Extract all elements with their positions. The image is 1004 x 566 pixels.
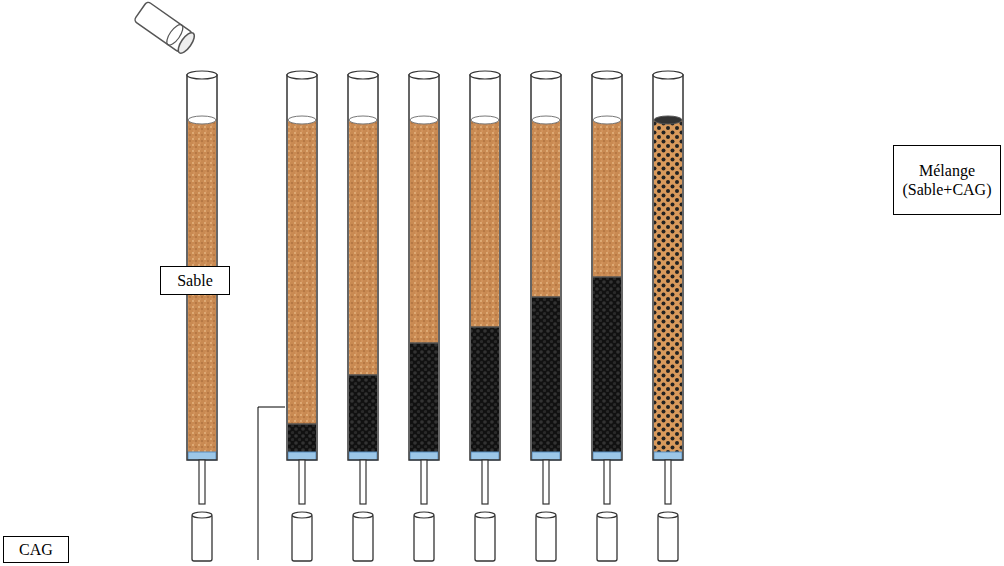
cag-bed — [288, 424, 316, 452]
sand-bed — [410, 120, 438, 343]
label-text: CAG — [19, 540, 53, 559]
cag-bed — [410, 343, 438, 452]
column-tube — [592, 75, 622, 460]
tube-rim — [409, 71, 439, 79]
pouring-vial — [134, 1, 198, 56]
outlet-tube — [421, 460, 427, 504]
outlet-tube — [604, 460, 610, 504]
outlet-tube — [482, 460, 488, 504]
column-tube — [531, 75, 561, 460]
collection-beaker — [475, 515, 495, 561]
sand-label-box: Sable — [160, 266, 230, 295]
label-text: Sable — [177, 271, 213, 290]
collection-beaker — [414, 515, 434, 561]
cag-bed — [349, 375, 377, 452]
bed-top — [410, 116, 438, 124]
leader-line — [258, 407, 285, 560]
outlet-tube — [543, 460, 549, 504]
column-tube — [287, 75, 317, 460]
sand-bed — [532, 120, 560, 297]
filter-plate — [593, 452, 621, 460]
bed-interface — [288, 423, 316, 425]
column-tube — [470, 75, 500, 460]
collection-beaker — [353, 515, 373, 561]
outlet-tube — [665, 460, 671, 504]
bed-top — [288, 116, 316, 124]
tube-rim — [592, 71, 622, 79]
collection-beaker — [292, 515, 312, 561]
mixture-label-box: Mélange (Sable+CAG) — [893, 145, 1001, 215]
outlet-tube — [299, 460, 305, 504]
outlet-tube — [199, 460, 205, 504]
sand-bed — [349, 120, 377, 375]
collection-beaker — [536, 515, 556, 561]
bed-interface — [593, 276, 621, 278]
sand-bed — [593, 120, 621, 277]
filter-plate — [349, 452, 377, 460]
filter-column — [592, 71, 622, 561]
bed-top — [188, 116, 216, 124]
cag-bed — [593, 277, 621, 452]
beaker-rim — [414, 512, 434, 518]
bed-top — [349, 116, 377, 124]
filter-plate — [288, 452, 316, 460]
bed-interface — [471, 326, 499, 328]
column-tube — [653, 75, 683, 460]
sand-bed — [288, 120, 316, 424]
cag-bed — [532, 297, 560, 452]
tube-rim — [287, 71, 317, 79]
filter-plate — [471, 452, 499, 460]
filter-column — [348, 71, 378, 561]
beaker-rim — [658, 512, 678, 518]
outlet-tube — [360, 460, 366, 504]
bed-top — [471, 116, 499, 124]
column-tube — [409, 75, 439, 460]
filter-column — [187, 71, 217, 561]
filter-column — [409, 71, 439, 561]
filter-column — [470, 71, 500, 561]
filter-plate — [654, 452, 682, 460]
filter-plate — [532, 452, 560, 460]
collection-beaker — [192, 515, 212, 561]
cag-label-box: CAG — [3, 536, 69, 563]
bed-interface — [532, 296, 560, 298]
beaker-rim — [192, 512, 212, 518]
beaker-rim — [475, 512, 495, 518]
beaker-rim — [536, 512, 556, 518]
bed-top — [654, 116, 682, 124]
tube-rim — [653, 71, 683, 79]
bed-top — [593, 116, 621, 124]
label-text: Mélange (Sable+CAG) — [899, 161, 995, 199]
tube-rim — [531, 71, 561, 79]
beaker-rim — [292, 512, 312, 518]
tube-rim — [187, 71, 217, 79]
bed-top — [532, 116, 560, 124]
filter-column — [287, 71, 317, 561]
collection-beaker — [658, 515, 678, 561]
collection-beaker — [597, 515, 617, 561]
beaker-rim — [353, 512, 373, 518]
filter-column — [653, 71, 683, 561]
tube-rim — [470, 71, 500, 79]
filter-column — [531, 71, 561, 561]
tube-rim — [348, 71, 378, 79]
column-tube — [348, 75, 378, 460]
cag-bed — [471, 327, 499, 452]
filter-plate — [410, 452, 438, 460]
sand-bed — [471, 120, 499, 327]
filter-plate — [188, 452, 216, 460]
beaker-rim — [597, 512, 617, 518]
mixed-bed — [654, 120, 682, 452]
bed-interface — [349, 374, 377, 376]
bed-interface — [410, 342, 438, 344]
